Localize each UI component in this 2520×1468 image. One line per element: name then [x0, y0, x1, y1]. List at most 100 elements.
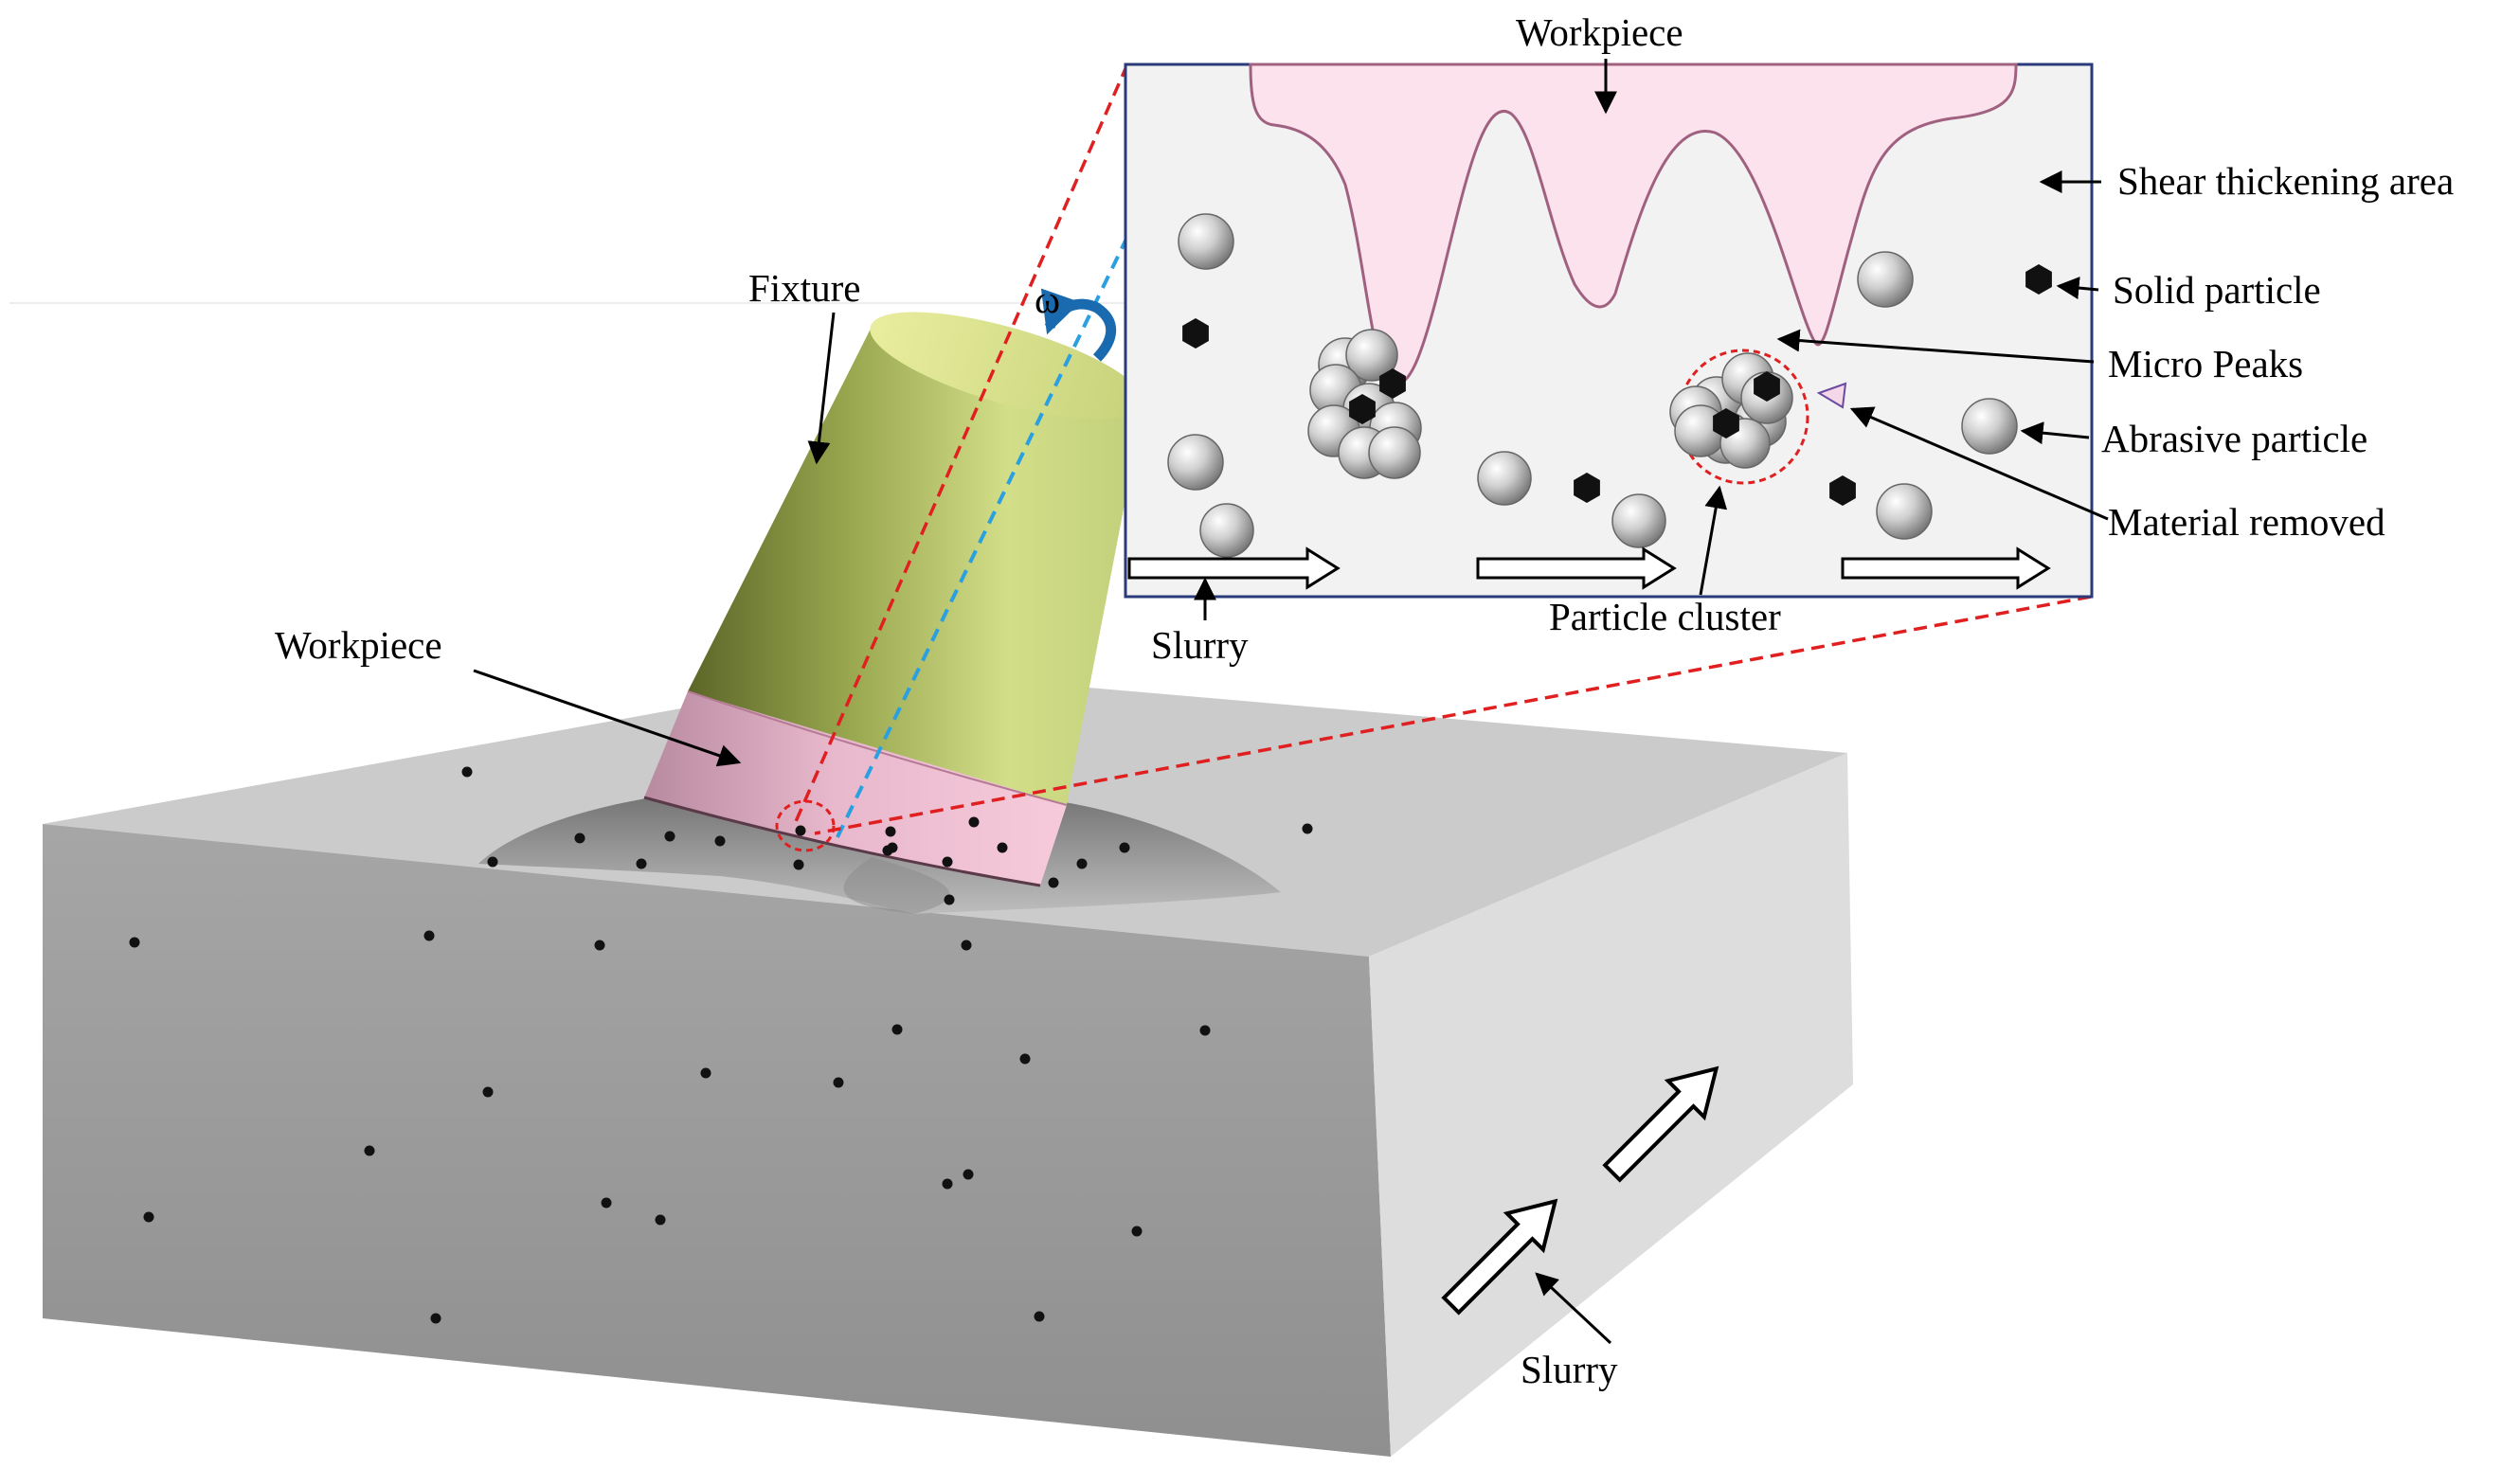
slurry-particle-dot [997, 842, 1008, 853]
slurry-particle-dot [129, 937, 140, 948]
particle-cluster-pointer [1699, 485, 1728, 596]
tank-flow-arrows [1441, 1065, 1719, 1316]
black-hexagon-icon [1829, 475, 1856, 506]
slurry-particle-dot [1131, 1226, 1143, 1237]
slurry-particle-dot [944, 894, 955, 905]
abrasive-particle-label: Abrasive particle [2101, 417, 2367, 460]
slurry-particle-dot [364, 1145, 375, 1156]
gray-sphere-icon [1368, 426, 1421, 479]
slurry-particle-dot [1048, 877, 1059, 888]
slurry-particle-dot [963, 1169, 974, 1180]
black-hexagon-icon [1182, 318, 1209, 349]
workpiece-bottom [643, 796, 1041, 887]
gray-sphere-icon [1167, 434, 1224, 491]
slurry-particle-dot [1199, 1025, 1211, 1036]
slurry-particle-dot [636, 858, 647, 869]
slurry-particle-dot [882, 845, 893, 856]
shear-area-label: Shear thickening area [2117, 159, 2454, 203]
slurry-particle-dot [1119, 842, 1130, 853]
slurry-particle-dot [423, 930, 435, 941]
slurry-particle-dot [601, 1197, 612, 1208]
hollow-flow-arrow-icon [1127, 546, 1341, 590]
slurry-particle-dot [833, 1077, 844, 1088]
slurry-particle-dot [430, 1313, 441, 1324]
slurry-particle-dot [482, 1086, 494, 1098]
workpiece-top-edge [687, 690, 1068, 806]
fixture-label: Fixture [748, 266, 860, 310]
slurry-inset-label: Slurry [1151, 623, 1249, 667]
abrasive-particle-pointer [2020, 421, 2090, 445]
slurry-particle-dot [885, 826, 896, 837]
zoom-circle [775, 799, 836, 852]
gray-sphere-icon [1345, 329, 1398, 382]
solid-particle-pointer [2056, 277, 2099, 299]
material-removed-pointer [1849, 406, 2109, 521]
fixture-pointer [807, 312, 836, 465]
fixture-body [688, 327, 1143, 805]
slurry-main-pointer [1535, 1272, 1612, 1345]
gray-sphere-icon [1857, 251, 1914, 308]
slurry-particle-dot [700, 1067, 711, 1079]
slurry-particle-dot [1302, 823, 1313, 834]
hollow-flow-arrow-icon [1841, 546, 2051, 590]
zoom-line-upper [792, 63, 1129, 827]
gray-sphere-icon [1611, 493, 1666, 548]
gray-sphere-icon [1178, 213, 1234, 270]
slurry-particle-dot [461, 766, 473, 778]
material-removed-chip [1816, 382, 1847, 409]
workpiece-main-label: Workpiece [275, 623, 442, 667]
gray-sphere-icon [1876, 483, 1933, 540]
zoom-inset: Workpiece Slurry Particle cluster [1124, 10, 2094, 667]
black-hexagon-icon [2025, 264, 2052, 295]
omega-label: ω [1035, 277, 1060, 321]
slurry-particle-dot [655, 1214, 666, 1226]
gray-sphere-icon [1199, 503, 1254, 558]
slurry-particle-dot [795, 825, 806, 836]
black-hexagon-icon [1713, 408, 1739, 439]
workpiece-main-pointer [473, 669, 742, 767]
gray-sphere-icon [1961, 398, 2018, 455]
hollow-flow-arrow-icon [1441, 1198, 1558, 1316]
workpiece-band [644, 691, 1067, 886]
material-removed-label: Material removed [2108, 500, 2385, 544]
mound-shadow [843, 857, 950, 914]
slurry-particle-dot [1034, 1311, 1045, 1322]
rotation-axis [834, 236, 1129, 842]
slurry-particle-dot [793, 859, 804, 870]
slurry-particle-dot [891, 1024, 903, 1035]
curved-rotation-arrow-icon [1040, 288, 1117, 362]
slurry-main-label: Slurry [1521, 1348, 1618, 1391]
inset-flow-arrows [1127, 546, 2051, 590]
solid-particle-label: Solid particle [2113, 268, 2321, 312]
gray-sphere-icon [1477, 451, 1532, 506]
slurry-particle-dots [129, 766, 1313, 1324]
workpiece-inset-label: Workpiece [1516, 10, 1683, 54]
micro-peaks-label: Micro Peaks [2108, 342, 2303, 385]
slurry-particle-dot [664, 831, 675, 842]
fixture-top [870, 312, 1144, 420]
black-hexagon-icon [1349, 394, 1376, 424]
slurry-particle-dot [1019, 1053, 1031, 1065]
black-hexagon-icon [1754, 371, 1780, 402]
particle-cluster-label: Particle cluster [1549, 595, 1781, 638]
solid-particles [1182, 264, 2052, 506]
slurry-particle-dot [487, 856, 498, 868]
slurry-particle-dot [961, 940, 972, 951]
slurry-particle-dot [1076, 858, 1088, 869]
slurry-particle-dot [143, 1211, 154, 1223]
tank-front-face [43, 824, 1391, 1457]
slurry-particle-dot [594, 940, 605, 951]
slurry-particle-dot [574, 832, 585, 844]
slurry-particle-dot [714, 835, 726, 847]
hollow-flow-arrow-icon [1476, 546, 1677, 590]
black-hexagon-icon [1379, 368, 1406, 399]
inset-workpiece-peaks [1249, 63, 2018, 385]
micro-peaks-pointer [1776, 329, 2095, 364]
zoom-line-lower [814, 595, 2092, 835]
hollow-flow-arrow-icon [1602, 1065, 1719, 1183]
black-hexagon-icon [1574, 473, 1600, 503]
slurry-particle-dot [942, 1178, 953, 1190]
fixture-assembly [643, 312, 1144, 887]
slurry-particle-dot [968, 816, 980, 828]
